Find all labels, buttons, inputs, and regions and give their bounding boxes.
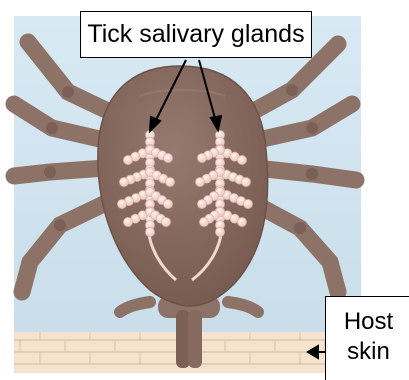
host-skin-label-line1: Host — [326, 307, 409, 337]
gland-bead — [197, 199, 206, 208]
gland-bead — [163, 199, 172, 208]
gland-bead — [117, 199, 126, 208]
gland-bead — [123, 155, 132, 164]
gland-bead — [123, 217, 132, 226]
gland-bead — [165, 177, 174, 186]
gland-bead — [237, 155, 246, 164]
gland-bead — [163, 153, 172, 162]
gland-bead — [197, 153, 206, 162]
gland-bead — [243, 199, 252, 208]
gland-bead — [241, 177, 250, 186]
gland-bead — [237, 217, 246, 226]
host-skin-label: Host skin — [325, 296, 409, 380]
gland-bead — [199, 217, 208, 226]
host-skin-label-line2: skin — [326, 337, 409, 367]
gland-bead — [161, 217, 170, 226]
gland-bead — [145, 227, 154, 236]
salivary-glands-label: Tick salivary glands — [80, 11, 312, 58]
gland-bead — [119, 177, 128, 186]
gland-bead — [215, 227, 224, 236]
gland-bead — [195, 177, 204, 186]
